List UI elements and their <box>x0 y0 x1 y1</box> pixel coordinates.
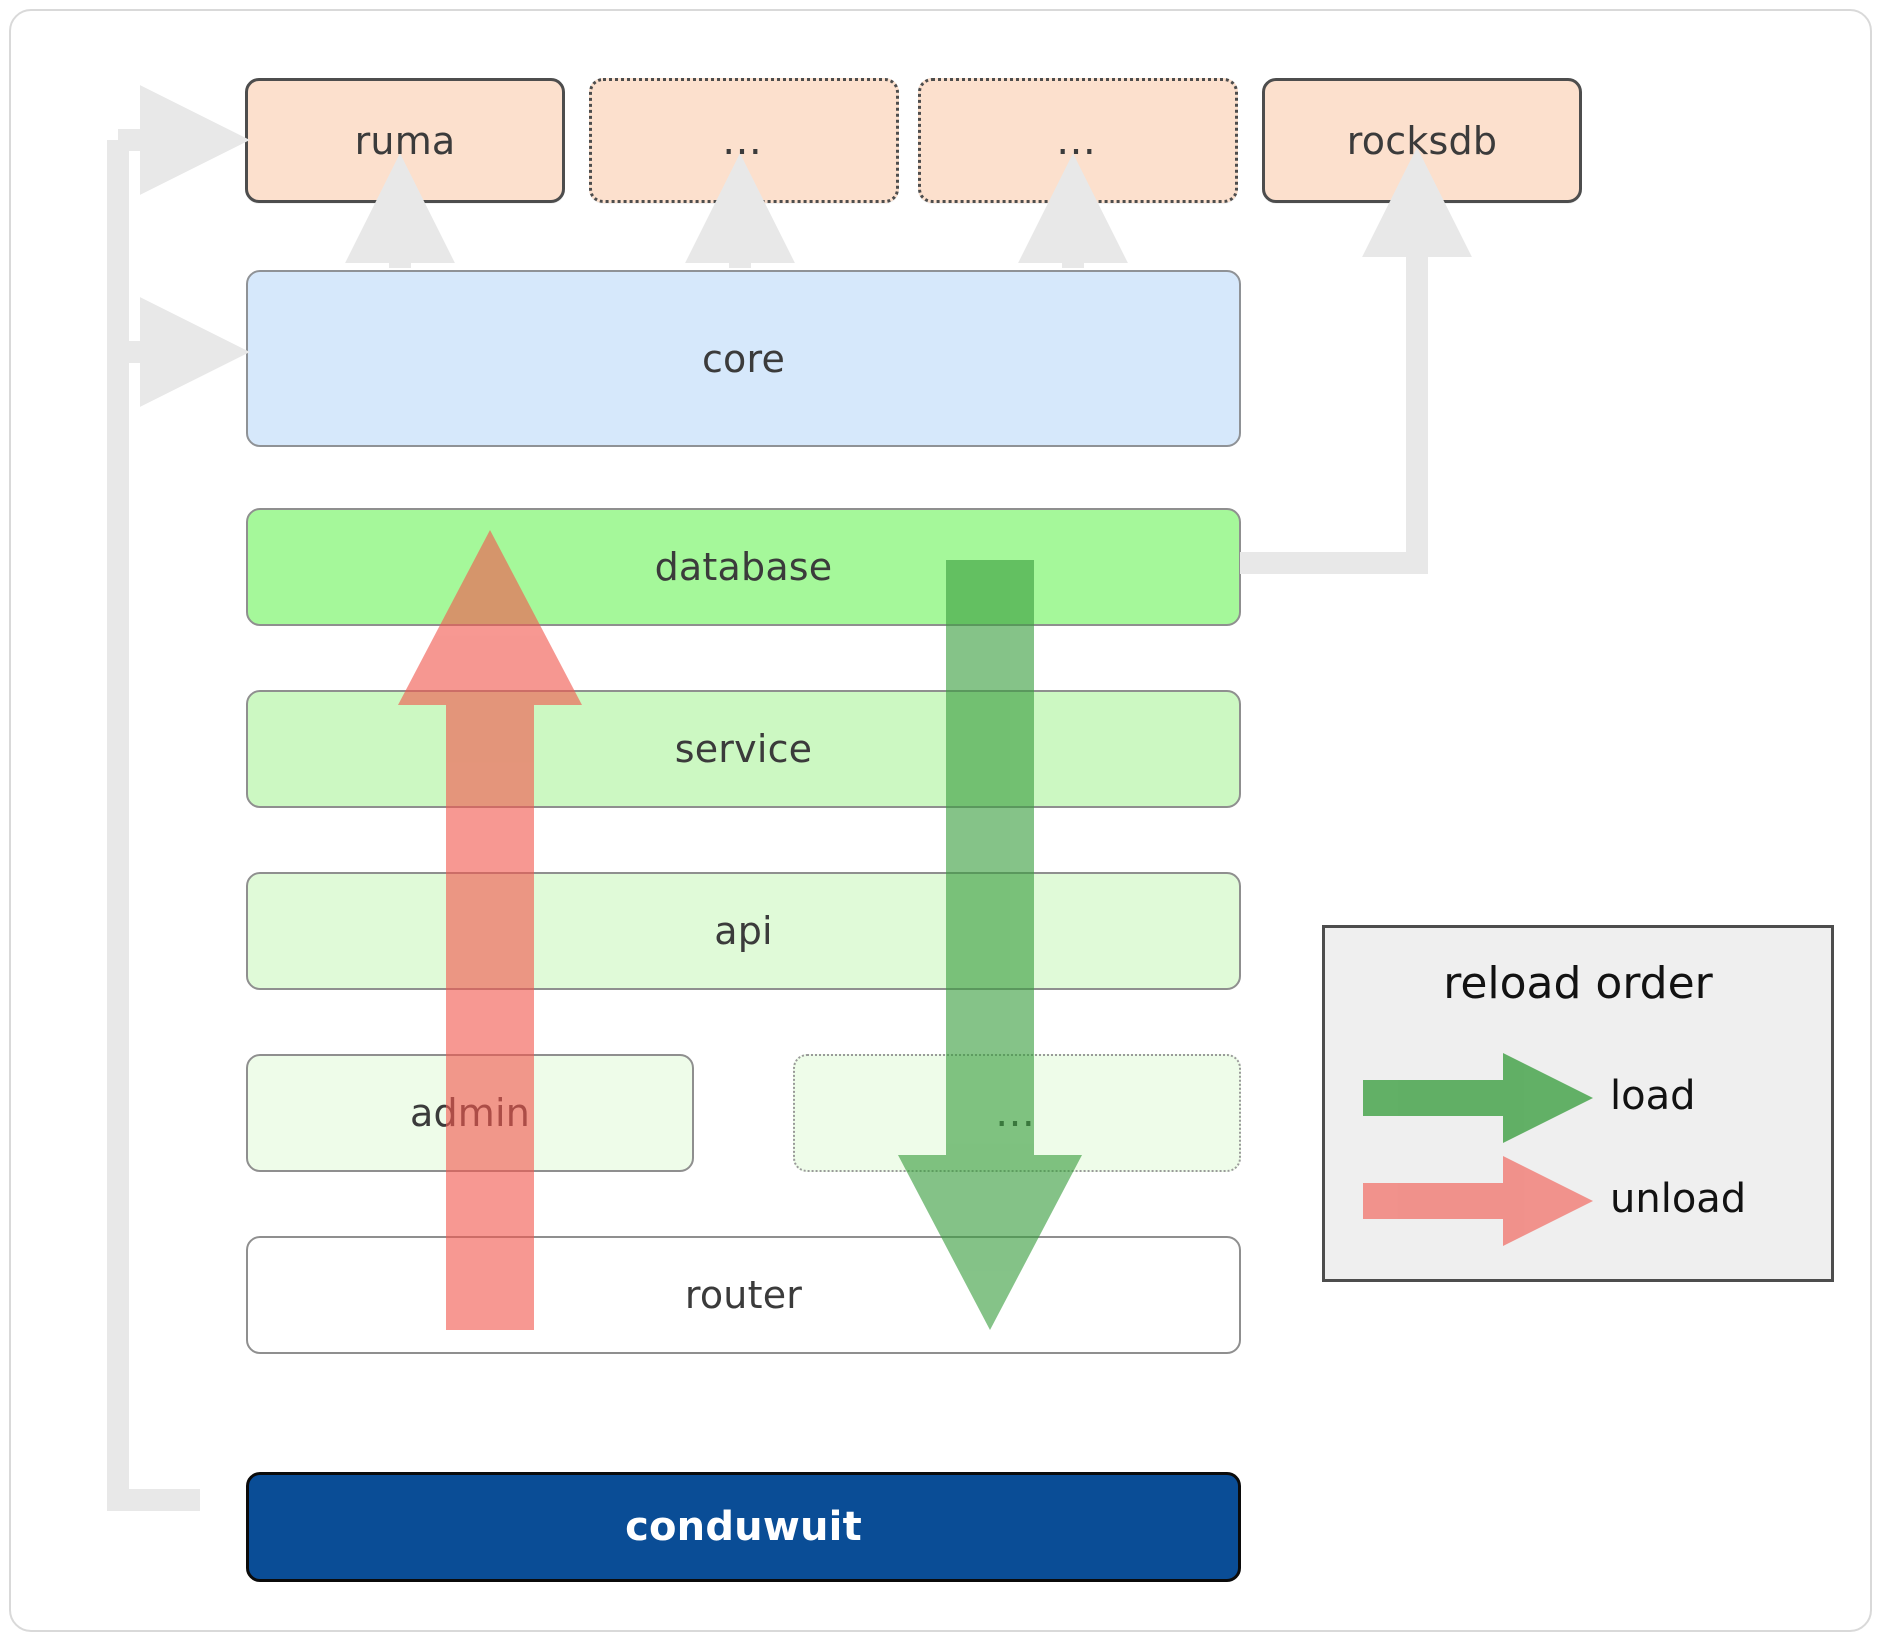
dependency-label-ruma: ruma <box>354 118 456 163</box>
binary-label-conduwuit: conduwuit <box>625 1504 862 1550</box>
binary-box-conduwuit[interactable]: conduwuit <box>246 1472 1241 1582</box>
legend-label-unload: unload <box>1610 1176 1747 1222</box>
crate-label-router: router <box>684 1273 803 1317</box>
crate-box-core[interactable]: core <box>246 270 1241 447</box>
legend-swatch-load <box>1363 1053 1593 1143</box>
crate-box-admin[interactable]: admin <box>246 1054 694 1172</box>
dependency-label-rocksdb: rocksdb <box>1346 118 1498 163</box>
crate-label-service: service <box>674 727 813 771</box>
crate-label-ellipsis: … <box>995 1090 1039 1136</box>
crate-box-service[interactable]: service <box>246 690 1241 808</box>
diagram-frame <box>9 9 1872 1632</box>
dependency-label-ellipsis-1: … <box>722 117 766 164</box>
crate-label-core: core <box>701 336 786 381</box>
legend-swatch-unload <box>1363 1156 1593 1246</box>
dependency-label-ellipsis-2: … <box>1056 117 1100 164</box>
crate-box-router[interactable]: router <box>246 1236 1241 1354</box>
legend-label-load: load <box>1610 1073 1696 1119</box>
dependency-box-rocksdb[interactable]: rocksdb <box>1262 78 1582 203</box>
crate-box-api[interactable]: api <box>246 872 1241 990</box>
dependency-box-ellipsis-1[interactable]: … <box>589 78 899 203</box>
dependency-box-ellipsis-2[interactable]: … <box>918 78 1238 203</box>
legend-title: reload order <box>1443 958 1713 1009</box>
crate-box-ellipsis[interactable]: … <box>793 1054 1241 1172</box>
crate-label-api: api <box>714 909 773 953</box>
crate-label-admin: admin <box>409 1091 531 1135</box>
crate-box-database[interactable]: database <box>246 508 1241 626</box>
dependency-box-ruma[interactable]: ruma <box>245 78 565 203</box>
legend-panel: reload order load unload <box>1322 925 1834 1282</box>
crate-label-database: database <box>654 545 833 589</box>
